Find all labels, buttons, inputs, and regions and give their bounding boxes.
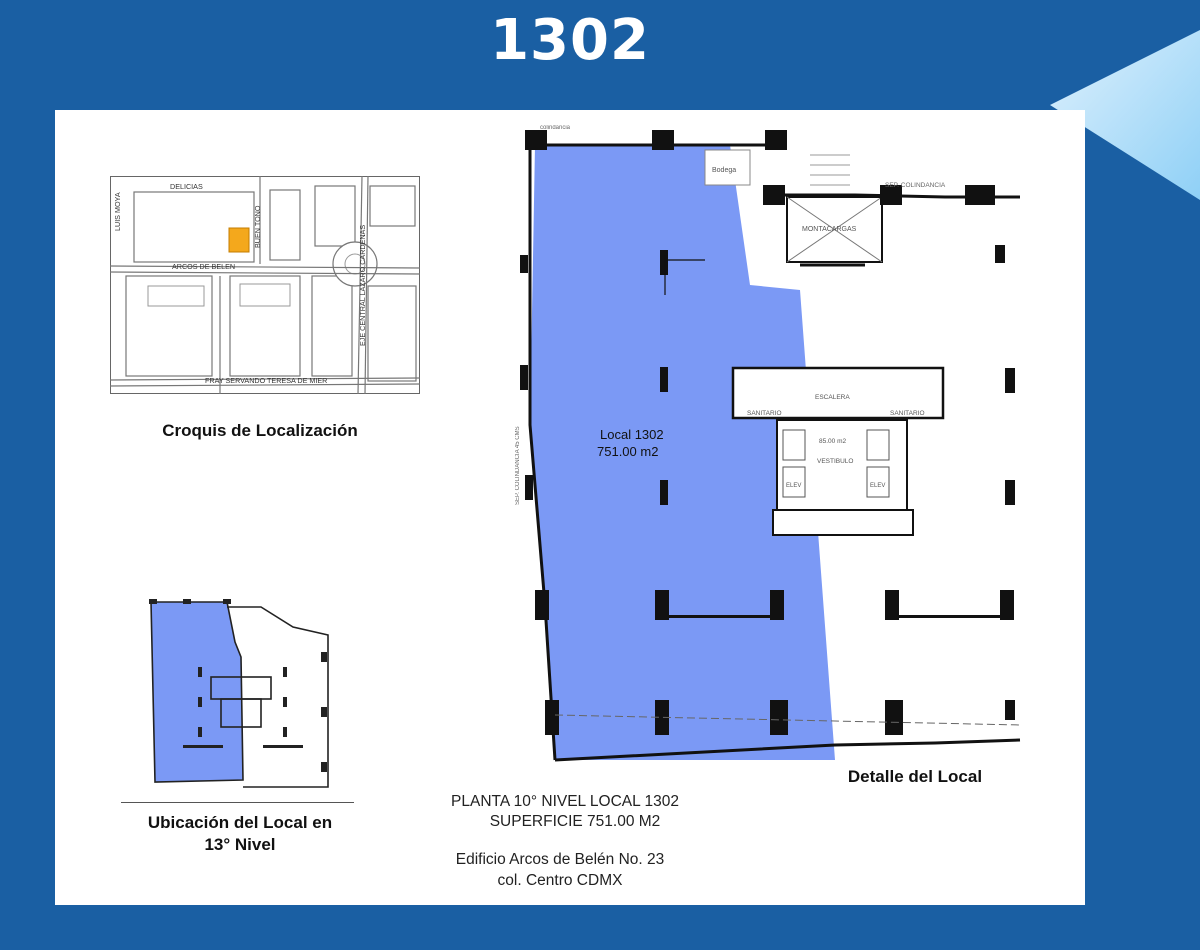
address-line2: col. Centro CDMX [497,872,623,889]
map-block [269,189,301,261]
room-label-sanitario: SANITARIO [747,410,782,417]
street-label-luis-moya: LUIS MOYA [113,192,122,231]
local-area [530,145,835,760]
room-label-bodega: Bodega [712,167,736,174]
map-block [367,285,417,382]
level-caption-line2: 13° Nivel [204,835,276,854]
room-label-elev: ELEV [786,483,801,489]
property-marker [228,227,250,253]
map-block-inner [147,285,205,307]
elevator [866,466,890,498]
structural-columns [520,130,1015,735]
street-label-buen-tono: BUEN TONO [253,205,262,248]
plan-title-line1: PLANTA 10° NIVEL LOCAL 1302 [451,793,679,810]
street-label-eje-central: EJE CENTRAL LAZARO CARDENAS [358,225,367,346]
street-label-arcos-de-belen: ARCOS DE BELEN [172,262,235,271]
plan-title-line2: SUPERFICIE 751.00 M2 [489,813,661,830]
map-block-inner [239,283,291,307]
address-line1: Edificio Arcos de Belén No. 23 [455,851,665,868]
elevator [782,429,806,461]
storage-room [704,149,751,186]
room-label-vestibulo: VESTIBULO [817,458,853,465]
room-label-elev-2: ELEV [870,483,885,489]
elevator [782,466,806,498]
local-name-label: Local 1302 [600,427,664,442]
location-map-caption: Croquis de Localización [162,421,358,440]
service-core [731,366,945,420]
level-thumbnail [149,599,329,788]
map-block [311,275,353,377]
boundary-label-right: SEP. COLINDANCIA [885,182,946,189]
room-label-sanitario-2: SANITARIO [890,410,925,417]
boundary-label-top: colindancia [540,125,571,131]
room-label-vestibulo-area: 85.00 m2 [819,438,846,445]
street-label-delicias: DELICIAS [170,182,203,191]
location-map: DELICIAS LUIS MOYA BUEN TONO ARCOS DE BE… [110,176,420,394]
thumbnail-local-area [151,602,243,782]
detail-caption: Detalle del Local [847,767,983,786]
decorative-corner-shape [1050,30,1200,200]
map-block [369,185,416,227]
map-block [314,185,356,247]
detail-floor-plan: MONTACARGAS Bodega ESCALERA SANITARIO SA… [515,125,1021,762]
room-label-escalera: ESCALERA [815,394,850,401]
elevator [866,429,890,461]
plan-sheet: DELICIAS LUIS MOYA BUEN TONO ARCOS DE BE… [55,110,1085,905]
boundary-label-left: SEP. COLINDANCIA 45 CMS [515,426,521,505]
local-area-label: 751.00 m2 [597,444,658,459]
page-title: 1302 [490,8,650,73]
street-label-fray-servando: FRAY SERVANDO TERESA DE MIER [205,376,327,385]
divider-line [121,802,354,803]
room-label-montacargas: MONTACARGAS [802,226,857,233]
level-caption-line1: Ubicación del Local en [147,813,333,832]
